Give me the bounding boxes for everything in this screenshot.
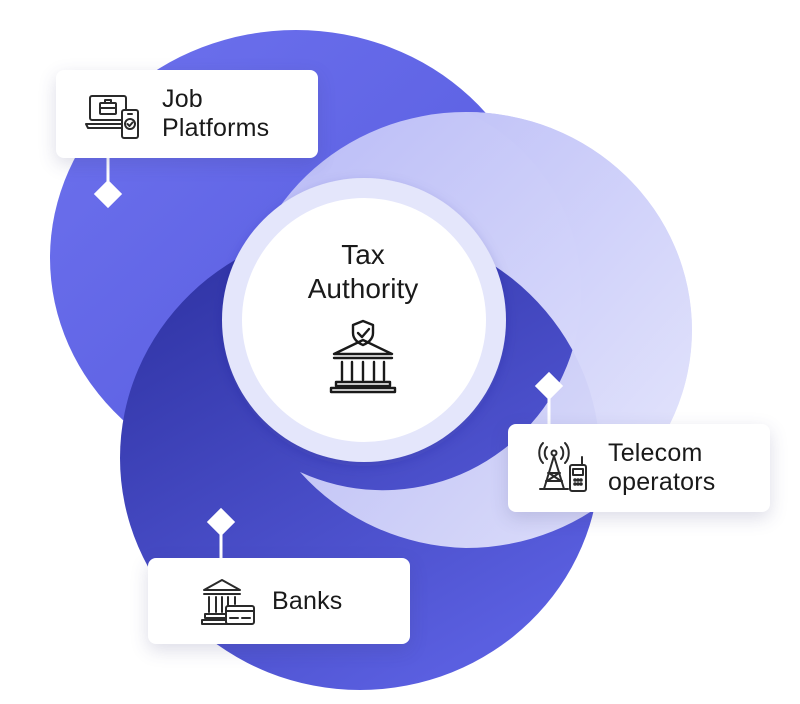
node-card-banks: Banks (148, 558, 410, 644)
node-label-banks: Banks (272, 586, 343, 615)
connector-banks (206, 507, 236, 558)
node-card-telecom-operators: Telecom operators (508, 424, 770, 512)
bank-card-icon (200, 572, 258, 630)
node-label-telecom-operators: Telecom operators (608, 439, 716, 496)
center-title: Tax Authority (307, 239, 419, 304)
government-building-shield-icon (328, 318, 398, 394)
laptop-briefcase-phone-icon (84, 84, 144, 144)
connector-telecom (534, 371, 564, 424)
cell-tower-phone-icon (534, 439, 592, 497)
node-label-job-platforms: Job Platforms (162, 85, 270, 142)
node-card-job-platforms: Job Platforms (56, 70, 318, 158)
center-disc (242, 198, 486, 442)
